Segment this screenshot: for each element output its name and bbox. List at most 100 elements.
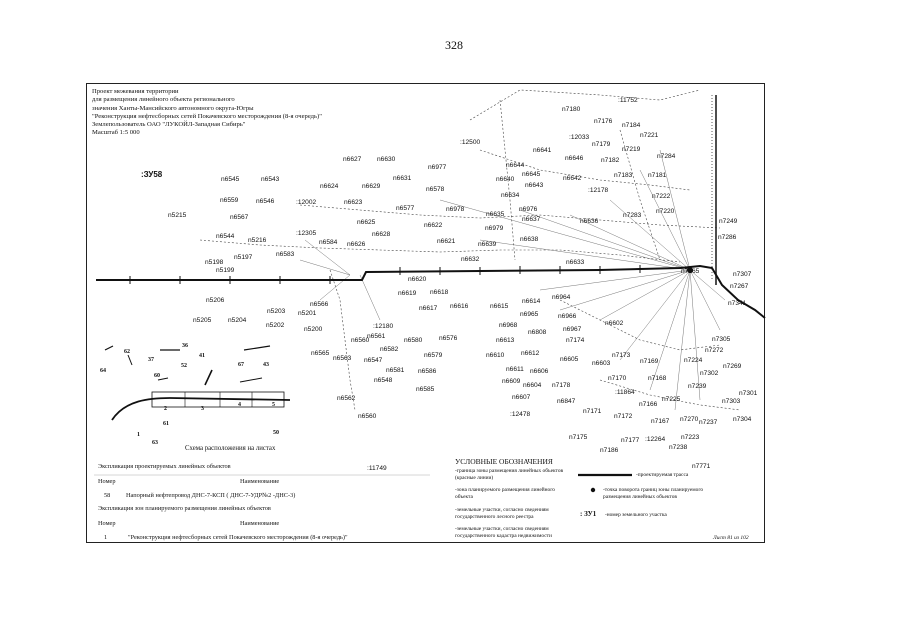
page-number: 328: [445, 38, 463, 52]
parcel-boundaries: [199, 89, 741, 411]
point-label: n6609: [502, 378, 521, 385]
point-label: n6615: [490, 303, 509, 310]
point-label: n6967: [563, 326, 582, 333]
point-label: n7272: [705, 347, 724, 354]
zone-label: :ЗУ58: [141, 170, 163, 179]
point-label: n6624: [320, 183, 339, 190]
point-label: n6567: [230, 214, 249, 221]
inset-segment: [243, 345, 271, 351]
survey-lines: [299, 149, 726, 411]
survey-line: [519, 209, 691, 271]
point-label: n6808: [528, 329, 547, 336]
point-label: n7284: [657, 153, 676, 160]
point-label: n7283: [623, 212, 642, 219]
point-label: n7179: [592, 141, 611, 148]
point-label: n6560: [351, 337, 370, 344]
survey-line: [649, 269, 691, 391]
point-label: n5203: [267, 308, 286, 315]
point-label: n6582: [380, 346, 399, 353]
survey-line: [299, 259, 351, 276]
inset-segment: [204, 369, 213, 386]
legend-turn-point-symbol: [590, 487, 596, 493]
point-label: n6560: [358, 413, 377, 420]
point-label: n6847: [557, 398, 576, 405]
point-label: n6610: [486, 352, 505, 359]
point-label: n7186: [600, 447, 619, 454]
point-label: n6613: [496, 337, 515, 344]
survey-line: [439, 199, 691, 271]
survey-line: [599, 269, 691, 321]
point-label: :12500: [460, 139, 481, 146]
inset-label: 61: [163, 421, 169, 427]
point-label: n7307: [733, 271, 752, 278]
point-label: n6636: [580, 218, 599, 225]
point-label: :12264: [645, 436, 666, 443]
point-label: n7771: [692, 463, 711, 470]
point-label: n7301: [739, 390, 758, 397]
point-label: n7168: [648, 375, 667, 382]
point-label: n7177: [621, 437, 640, 444]
survey-line: [689, 269, 721, 331]
point-label: n6577: [396, 205, 415, 212]
point-label: n5199: [216, 267, 235, 274]
survey-line: [304, 239, 351, 276]
survey-line: [619, 269, 691, 361]
inset-label: 64: [100, 368, 106, 374]
point-label: n6548: [374, 377, 393, 384]
point-label: :12180: [373, 323, 394, 330]
point-label: n6641: [533, 147, 552, 154]
point-label: n6605: [560, 356, 579, 363]
point-label: n6627: [343, 156, 362, 163]
point-label: n7305: [712, 336, 731, 343]
survey-line: [689, 269, 726, 301]
inset-label: 52: [181, 363, 187, 369]
explication2-row-number: 1: [104, 534, 108, 541]
point-label: n7175: [569, 434, 588, 441]
inset-segment: [239, 377, 263, 383]
point-label: n6968: [499, 322, 518, 329]
legend-item-forest-parcels: -земельные участки, согласно сведениям г…: [455, 507, 549, 520]
explication2-col-name: Наименование: [240, 520, 280, 527]
inset-label: 5: [272, 402, 275, 408]
point-label: n6629: [362, 183, 381, 190]
header-line: Проект межевания территории: [92, 88, 179, 95]
survey-line: [359, 274, 381, 321]
point-label: n7225: [662, 396, 681, 403]
point-label: n6631: [393, 175, 412, 182]
parcel-boundary: [329, 269, 356, 411]
explication1-col-number: Номер: [98, 478, 116, 485]
point-label: n6603: [592, 360, 611, 367]
point-label: n6630: [377, 156, 396, 163]
point-label: n6621: [437, 238, 456, 245]
point-label: n7237: [699, 419, 718, 426]
legend-item-route: -проектируемая трасса: [636, 472, 689, 478]
parcel-boundary: [479, 149, 691, 191]
survey-line: [479, 239, 691, 271]
point-label: n6626: [347, 241, 366, 248]
point-label: n6543: [261, 176, 280, 183]
point-label: n5201: [298, 310, 317, 317]
point-label: n7265: [681, 268, 700, 275]
inset-label: 4: [238, 402, 241, 408]
inset-segment: [157, 377, 169, 381]
point-label: n6625: [357, 219, 376, 226]
point-label: n6638: [520, 236, 539, 243]
point-label: n6563: [333, 355, 352, 362]
sheet-label: Лист 81 из 102: [713, 535, 749, 541]
point-label: n6544: [216, 233, 235, 240]
point-label: n6640: [496, 176, 515, 183]
legend-item-cadastre-parcels: -земельные участки, согласно сведениям г…: [455, 526, 552, 539]
point-label: n7172: [614, 413, 633, 420]
point-label: n7223: [681, 434, 700, 441]
header-line: значения Ханты-Мансийского автономного о…: [92, 104, 254, 112]
point-label: n6547: [364, 357, 383, 364]
inset-label: 50: [273, 430, 279, 436]
point-label: n6584: [319, 239, 338, 246]
point-label: n6562: [337, 395, 356, 402]
survey-line: [659, 149, 691, 271]
legend-item-parcel-number: -номер земельного участка: [605, 512, 667, 518]
explication1-row-number: 58: [104, 492, 111, 499]
inset-label: 43: [263, 362, 269, 368]
point-label: n7176: [594, 118, 613, 125]
inset-segment: [104, 345, 114, 351]
